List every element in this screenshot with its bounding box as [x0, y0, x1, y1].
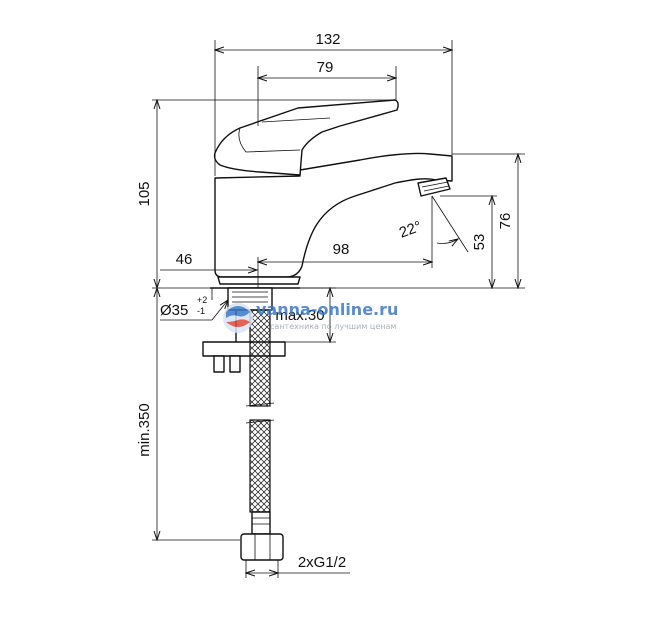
dim-total-height: 105: [136, 181, 153, 206]
braided-hose: [240, 309, 284, 561]
dim-connection: 2xG1/2: [298, 554, 346, 571]
watermark-tagline: сантехника по лучшим ценам: [270, 322, 396, 331]
dim-spout-angle: 22°: [397, 218, 424, 242]
dim-spout-height: 76: [497, 213, 514, 230]
faucet-body: [213, 99, 453, 285]
dim-lever-width: 79: [317, 59, 334, 76]
dim-hose-length: min.350: [136, 403, 153, 456]
dim-hole-diameter: Ø35: [160, 302, 188, 319]
watermark-brand: vanna-online.ru: [256, 300, 398, 319]
dim-spout-reach: 98: [333, 241, 350, 258]
dim-hole-tol-minus: -1: [197, 306, 205, 316]
watermark: vanna-online.ru сантехника по лучшим цен…: [223, 300, 398, 333]
dimension-lines: [152, 40, 525, 578]
watermark-logo-icon: [223, 303, 253, 333]
dim-deck-thickness: max.30: [275, 307, 324, 324]
dimension-labels: 132 79 105 76 53 22° 98 46 Ø35 +2 -1 max…: [136, 31, 514, 571]
dim-hole-tol-plus: +2: [197, 295, 207, 305]
dim-body-offset: 46: [176, 251, 193, 268]
dim-aerator-height: 53: [471, 234, 488, 251]
dim-total-width: 132: [315, 31, 340, 48]
